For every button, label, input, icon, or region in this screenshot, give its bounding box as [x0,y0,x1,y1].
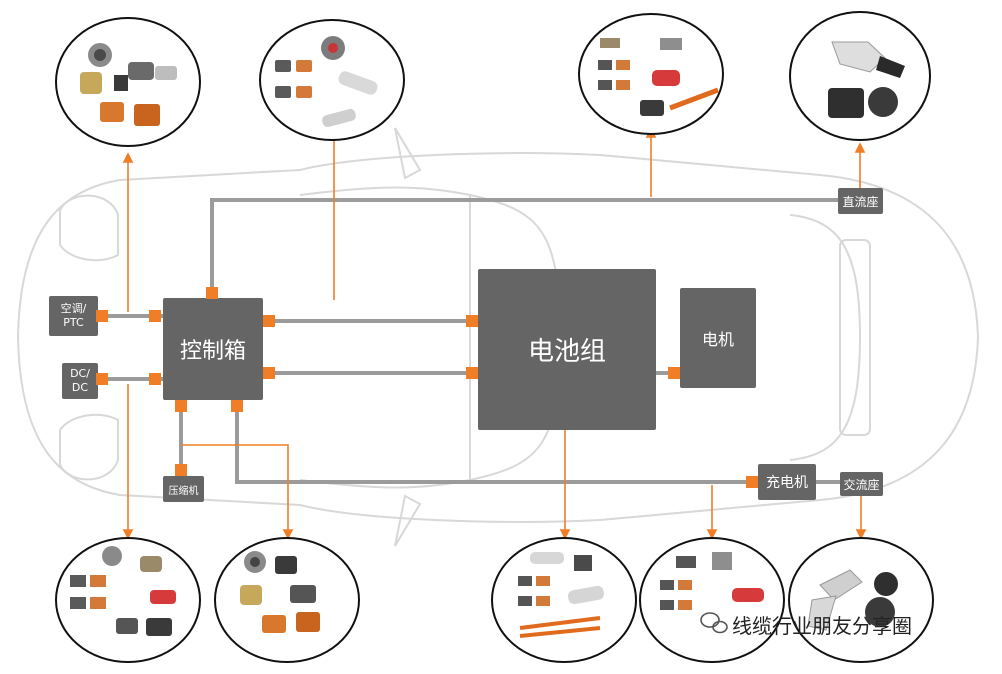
compressor-box: 压缩机 [163,476,204,502]
bubble-battery-connectors [491,537,637,663]
watermark: 线缆行业朋友分享圈 [706,610,912,639]
charger-box: 充电机 [758,464,816,500]
port-battery-1 [466,315,478,327]
bubble-ac-inlet [788,537,934,663]
port-charger [746,476,758,488]
bubble-dc-inlet [789,11,931,141]
connector-products [70,36,905,638]
wechat-logo [700,612,728,634]
ac-socket-box: 交流座 [840,472,883,496]
port-control-bottom-2 [231,400,243,412]
port-control-right-1 [263,315,275,327]
motor-box: 电机 [680,288,756,388]
port-battery-2 [466,367,478,379]
bubble-control-box-connectors [259,19,405,141]
battery-pack-box: 电池组 [478,269,656,430]
port-motor [668,367,680,379]
port-control-right-2 [263,367,275,379]
port-control-left-2 [149,373,161,385]
dcdc-box: DC/ DC [62,363,98,399]
port-control-left-1 [149,310,161,322]
port-dcdc [96,373,108,385]
dc-socket-box: 直流座 [838,188,883,214]
control-box: 控制箱 [163,298,263,400]
port-control-top [206,287,218,299]
port-ac-ptc [96,310,108,322]
ac-ptc-box: 空调/ PTC [49,296,98,336]
bubble-charger-connectors [639,537,785,663]
watermark-text: 线缆行业朋友分享圈 [732,614,912,638]
port-compressor [175,464,187,476]
port-control-bottom-1 [175,400,187,412]
